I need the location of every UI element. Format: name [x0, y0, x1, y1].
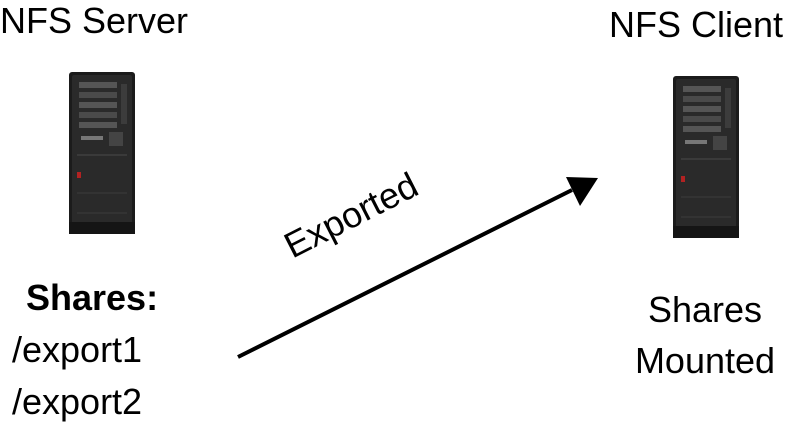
- share-path: /export2: [12, 381, 143, 422]
- arrow-line: [237, 188, 573, 359]
- client-tower-icon: [673, 76, 739, 238]
- arrow-head: [566, 177, 598, 206]
- client-status-line: Mounted: [634, 340, 776, 381]
- client-shares-status: Shares Mounted: [600, 284, 810, 386]
- client-status-line: Shares: [647, 289, 763, 330]
- server-shares: Shares: /export1 /export2: [12, 272, 158, 428]
- server-tower-icon: [69, 72, 135, 234]
- server-title: NFS Server: [0, 0, 189, 41]
- share-path: /export1: [12, 329, 143, 370]
- client-title: NFS Client: [609, 4, 784, 45]
- shares-heading: Shares:: [26, 277, 159, 318]
